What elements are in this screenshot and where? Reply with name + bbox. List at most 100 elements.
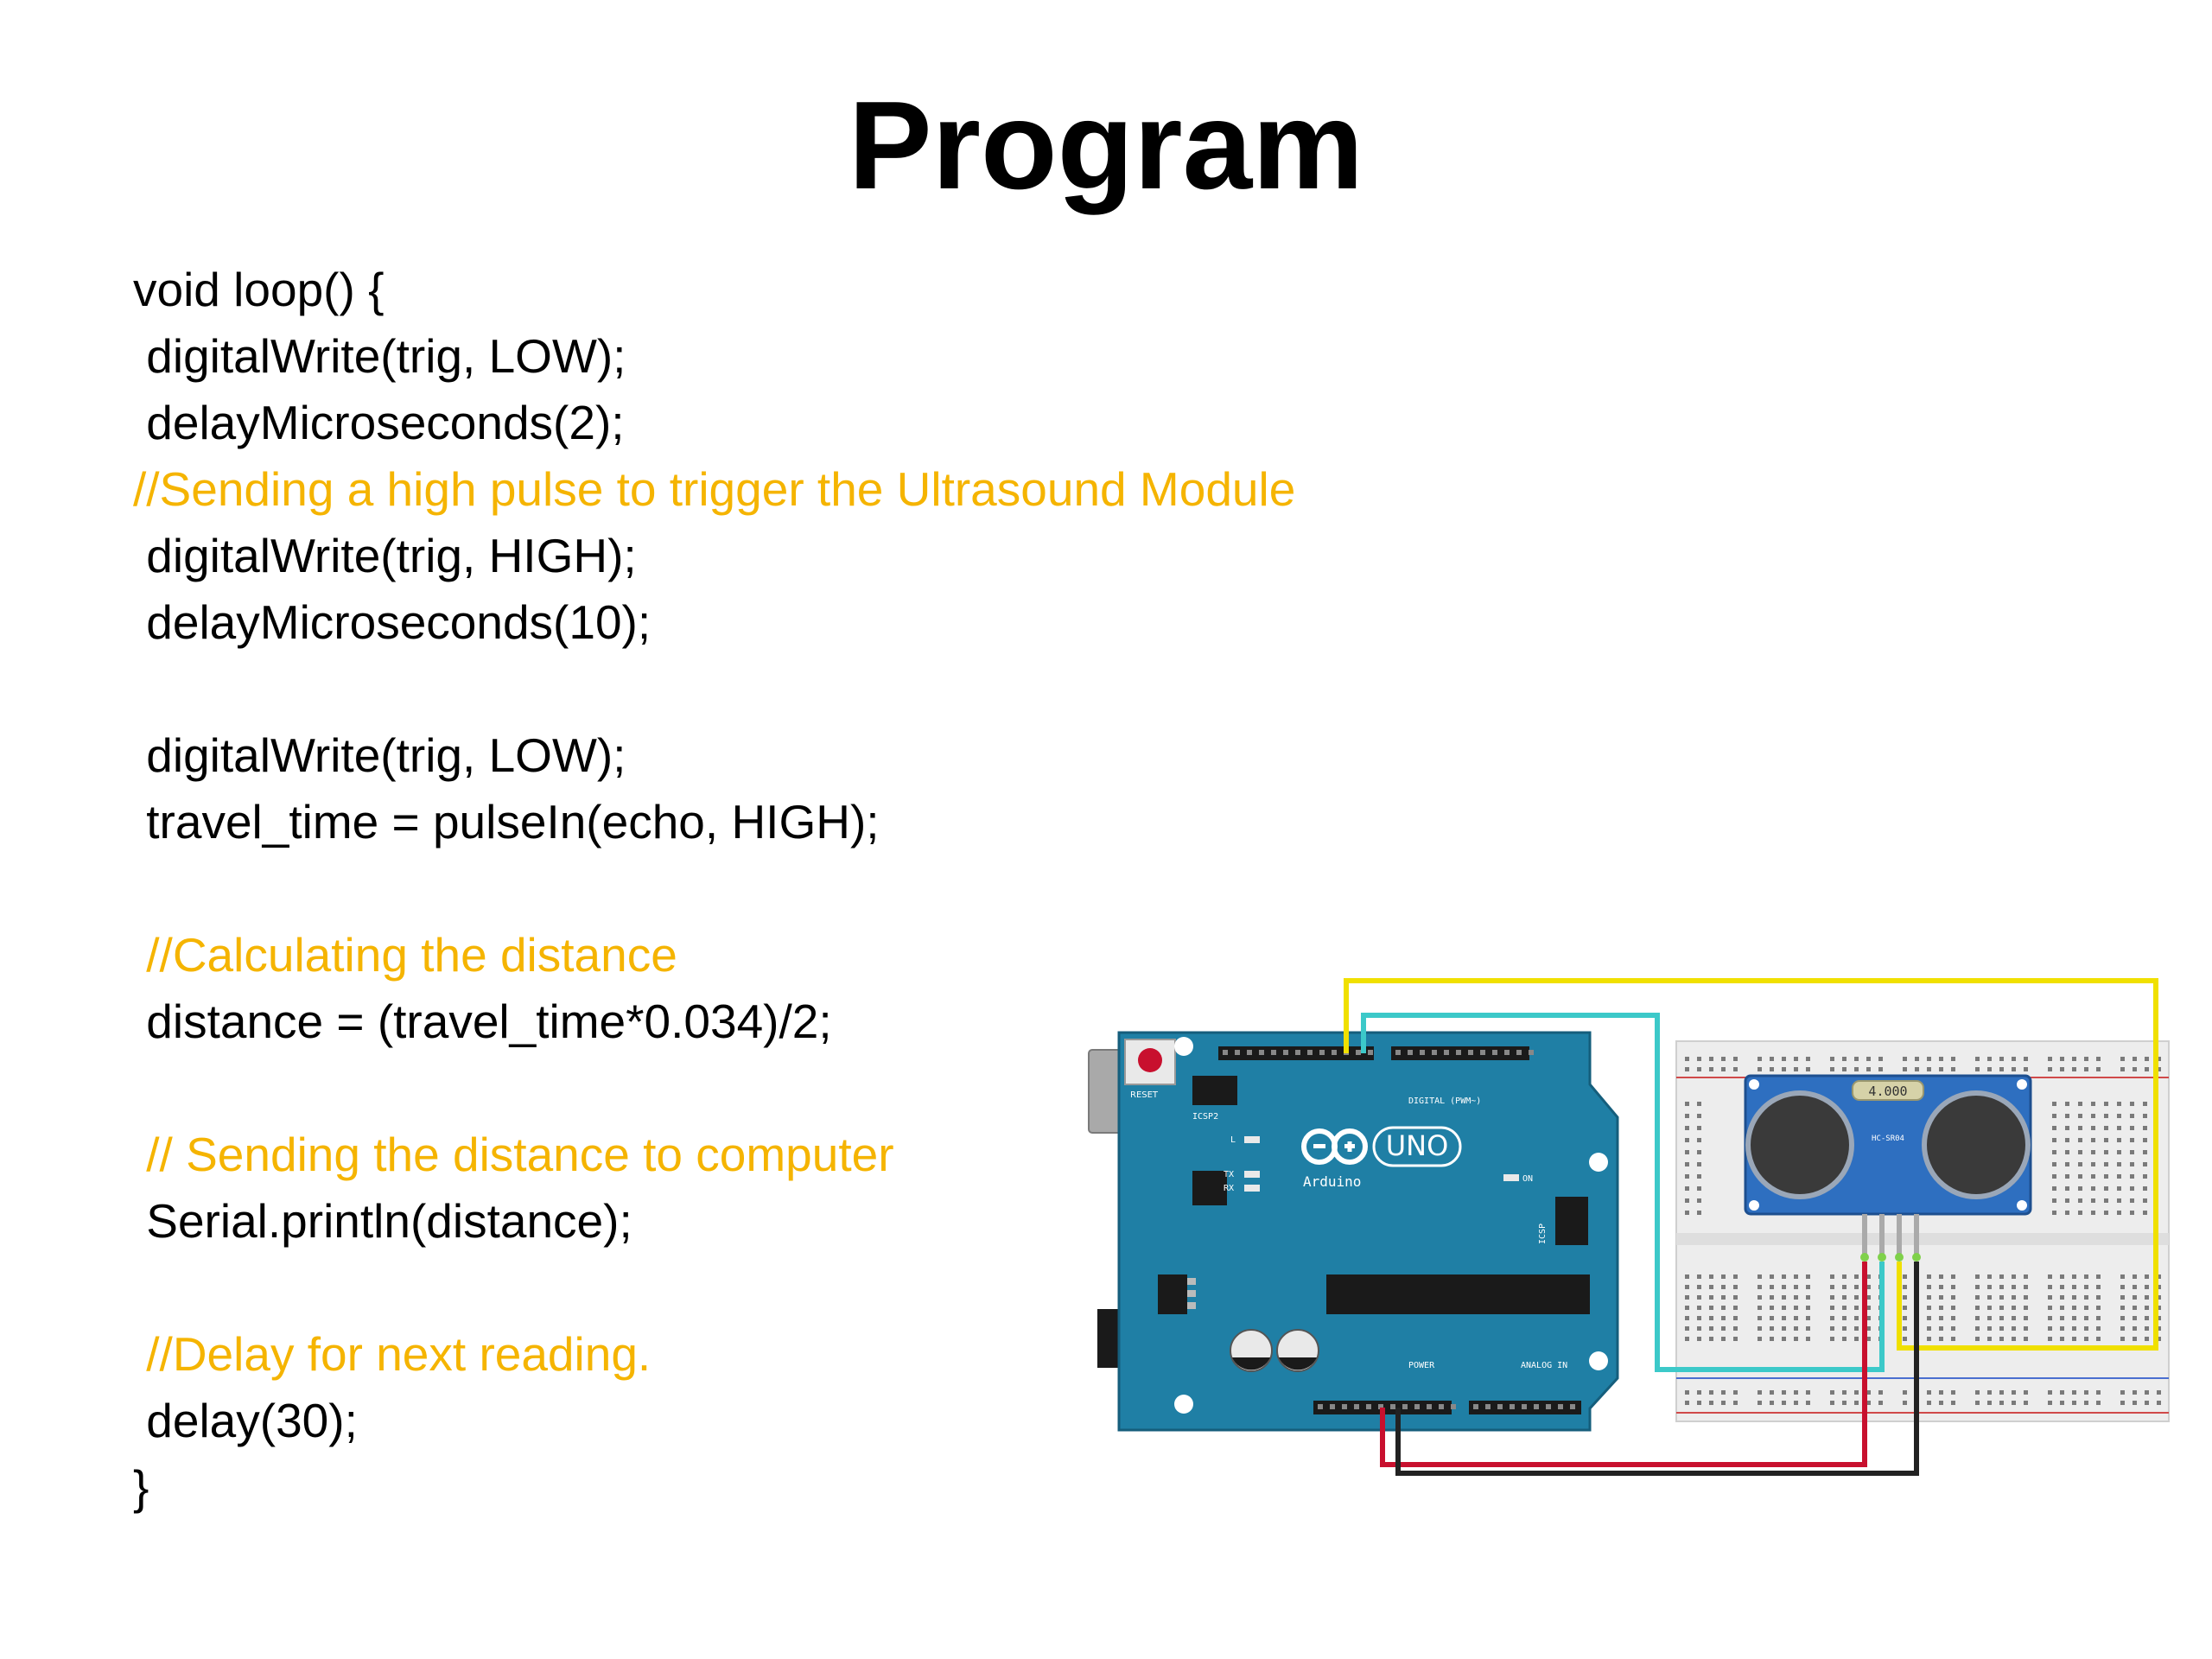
breadboard-hole <box>1951 1285 1955 1289</box>
breadboard-hole <box>2120 1057 2125 1061</box>
breadboard-hole <box>1758 1326 1762 1331</box>
breadboard-hole <box>1999 1057 2004 1061</box>
header-pin <box>1432 1050 1437 1055</box>
breadboard-hole <box>2052 1162 2056 1166</box>
breadboard-hole <box>2145 1316 2149 1320</box>
code-comment-line: //Delay for next reading. <box>133 1327 652 1381</box>
breadboard-hole <box>2048 1306 2052 1310</box>
breadboard-hole <box>1782 1057 1786 1061</box>
header-pin <box>1223 1050 1228 1055</box>
breadboard-hole <box>1951 1390 1955 1395</box>
breadboard-hole <box>2048 1337 2052 1341</box>
breadboard-hole <box>1721 1390 1726 1395</box>
breadboard-hole <box>2048 1401 2052 1405</box>
breadboard-hole <box>1806 1306 1810 1310</box>
code-line: delayMicroseconds(10); <box>133 595 652 649</box>
breadboard-hole <box>2117 1138 2121 1142</box>
breadboard-hole <box>1806 1390 1810 1395</box>
breadboard-hole <box>2024 1401 2028 1405</box>
breadboard-hole <box>2065 1186 2069 1191</box>
breadboard-hole <box>2091 1102 2095 1106</box>
breadboard-hole <box>1758 1285 1762 1289</box>
reset-label: RESET <box>1130 1090 1159 1100</box>
breadboard-hole <box>1854 1306 1859 1310</box>
breadboard-hole <box>1794 1390 1798 1395</box>
breadboard-hole <box>2096 1306 2101 1310</box>
header-pin <box>1427 1404 1432 1409</box>
breadboard-hole <box>2024 1295 2028 1300</box>
breadboard-hole <box>2104 1198 2108 1203</box>
breadboard-hole <box>1866 1274 1871 1279</box>
breadboard-hole <box>2065 1114 2069 1118</box>
breadboard-hole <box>1866 1285 1871 1289</box>
transducer-right <box>1922 1090 2031 1199</box>
rx-led-label: RX <box>1224 1184 1234 1193</box>
breadboard-hole <box>2012 1401 2016 1405</box>
breadboard-hole <box>1733 1295 1738 1300</box>
breadboard-hole <box>1697 1174 1701 1179</box>
breadboard-hole <box>1975 1306 1980 1310</box>
breadboard-hole <box>2048 1326 2052 1331</box>
breadboard-hole <box>1842 1274 1847 1279</box>
breadboard-hole <box>1903 1274 1907 1279</box>
breadboard-hole <box>1697 1306 1701 1310</box>
breadboard-hole <box>1842 1390 1847 1395</box>
breadboard-hole <box>1927 1057 1931 1061</box>
breadboard-hole <box>1915 1067 1919 1071</box>
breadboard-hole <box>2104 1150 2108 1154</box>
breadboard-hole <box>1733 1390 1738 1395</box>
breadboard-hole <box>2145 1067 2149 1071</box>
breadboard-hole <box>1927 1390 1931 1395</box>
breadboard-hole <box>1987 1337 1992 1341</box>
breadboard-hole <box>2145 1306 2149 1310</box>
breadboard-hole <box>2048 1067 2052 1071</box>
breadboard-hole <box>2078 1126 2082 1130</box>
header-pin <box>1444 1050 1449 1055</box>
breadboard-hole <box>1733 1326 1738 1331</box>
breadboard-hole <box>2072 1401 2076 1405</box>
breadboard-hole <box>1794 1274 1798 1279</box>
breadboard-hole <box>1794 1067 1798 1071</box>
breadboard-hole <box>1939 1401 1943 1405</box>
breadboard-hole <box>2078 1114 2082 1118</box>
breadboard-hole <box>2157 1337 2161 1341</box>
header-pin <box>1420 1050 1425 1055</box>
breadboard-hole <box>1999 1306 2004 1310</box>
breadboard-hole <box>2084 1295 2088 1300</box>
breadboard-hole <box>2052 1138 2056 1142</box>
breadboard-hole <box>1770 1274 1774 1279</box>
breadboard-hole <box>1903 1316 1907 1320</box>
breadboard-hole <box>1999 1401 2004 1405</box>
breadboard-hole <box>2130 1162 2134 1166</box>
code-line: digitalWrite(trig, HIGH); <box>133 529 637 582</box>
header-pin <box>1439 1404 1444 1409</box>
breadboard-hole <box>1866 1390 1871 1395</box>
breadboard-hole <box>1697 1285 1701 1289</box>
breadboard-hole <box>2120 1295 2125 1300</box>
breadboard-hole <box>2024 1326 2028 1331</box>
breadboard-hole <box>1903 1401 1907 1405</box>
header-pin <box>1378 1404 1383 1409</box>
breadboard-hole <box>1685 1102 1689 1106</box>
breadboard-hole <box>2120 1285 2125 1289</box>
breadboard-hole <box>1697 1295 1701 1300</box>
breadboard-hole <box>2143 1138 2147 1142</box>
header-pin <box>1366 1404 1371 1409</box>
breadboard-hole <box>1927 1401 1931 1405</box>
breadboard-hole <box>2130 1150 2134 1154</box>
breadboard-hole <box>1999 1067 2004 1071</box>
breadboard-hole <box>1878 1067 1883 1071</box>
breadboard-hole <box>1770 1337 1774 1341</box>
breadboard-hole <box>1999 1326 2004 1331</box>
breadboard-hole <box>1685 1285 1689 1289</box>
breadboard-hole <box>1758 1390 1762 1395</box>
breadboard-hole <box>2024 1390 2028 1395</box>
voltage-regulator <box>1158 1274 1187 1314</box>
breadboard-hole <box>2012 1057 2016 1061</box>
breadboard-hole <box>1709 1337 1713 1341</box>
breadboard-hole <box>1685 1057 1689 1061</box>
breadboard-hole <box>2117 1186 2121 1191</box>
breadboard-hole <box>2104 1114 2108 1118</box>
breadboard-hole <box>1709 1067 1713 1071</box>
code-line: digitalWrite(trig, LOW); <box>133 728 626 782</box>
